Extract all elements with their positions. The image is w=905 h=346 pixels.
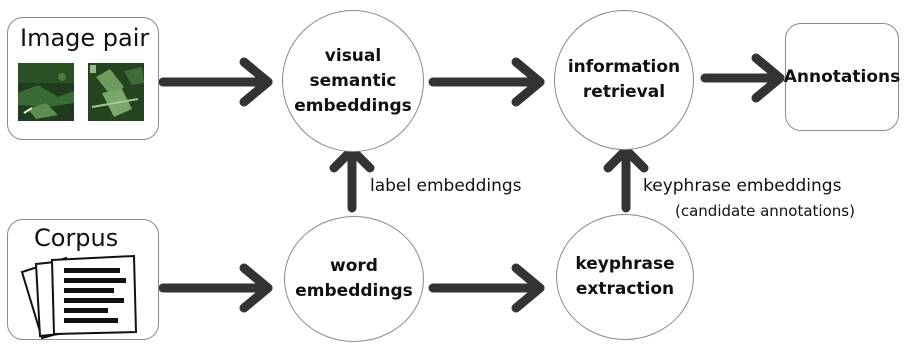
keyphrase-embeddings-text: keyphrase embeddings (643, 176, 842, 196)
arrow-visual-to-retrieval (428, 57, 545, 107)
annotations-box: Annotations (783, 23, 901, 131)
information-retrieval-label: information retrieval (567, 57, 681, 102)
corpus-title: Corpus (34, 224, 119, 252)
arrow-word-to-visual (329, 145, 375, 213)
image-pair-box: Image pair (7, 17, 159, 140)
image-pair-title: Image pair (20, 24, 150, 52)
visual-semantic-embeddings-node: visual semantic embeddings (282, 10, 424, 152)
word-embeddings-node: word embeddings (284, 216, 424, 342)
information-retrieval-node: information retrieval (554, 10, 694, 150)
word-embeddings-label: word embeddings (295, 256, 413, 301)
arrow-imagepair-to-visual (158, 57, 273, 107)
document-stack-icon (20, 254, 138, 340)
keyphrase-extraction-label: keyphrase extraction (575, 254, 675, 299)
candidate-annotations-text: (candidate annotations) (675, 202, 855, 220)
visual-semantic-embeddings-label: visual semantic embeddings (294, 45, 412, 116)
keyphrase-extraction-node: keyphrase extraction (556, 214, 694, 340)
label-embeddings-text: label embeddings (370, 176, 522, 196)
annotations-label: Annotations (783, 66, 901, 87)
arrow-word-to-keyphrase (428, 263, 545, 313)
satellite-image-thumbnail (18, 63, 74, 121)
arrow-retrieval-to-annotations (700, 53, 785, 103)
arrow-corpus-to-word (158, 263, 273, 313)
satellite-image-thumbnail (88, 63, 144, 121)
corpus-box: Corpus (7, 219, 159, 340)
arrow-keyphrase-to-retrieval (603, 145, 649, 213)
